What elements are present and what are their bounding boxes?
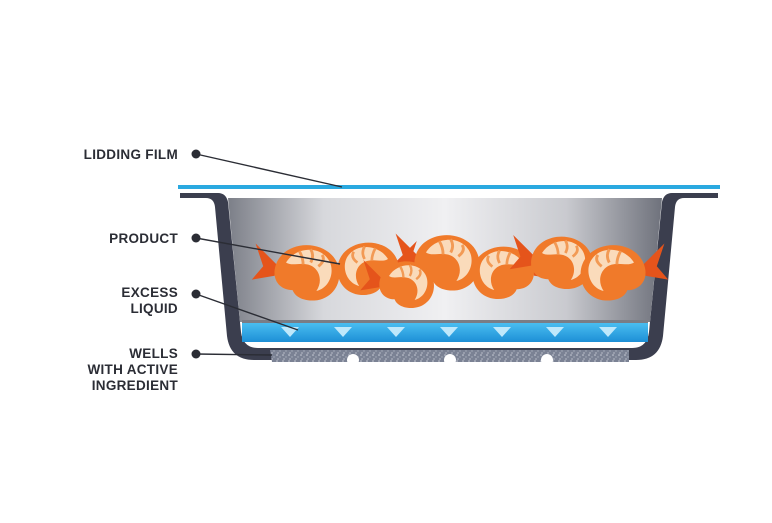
label-wells-line2: WITH ACTIVE — [87, 362, 178, 377]
down-arrow-icon — [334, 327, 352, 337]
dot-icon — [191, 349, 201, 359]
shrimp — [360, 260, 434, 309]
shrimp — [509, 235, 593, 290]
down-arrow-icon — [546, 327, 564, 337]
label-wells-line1: WELLS — [129, 346, 178, 361]
down-arrow-icon — [599, 327, 617, 337]
leader-dots — [191, 149, 201, 359]
down-arrow-icon — [387, 327, 405, 337]
label-lidding-film: LIDDING FILM — [84, 147, 178, 162]
shrimp — [580, 243, 669, 301]
tray-frame — [180, 193, 718, 360]
dot-icon — [191, 233, 201, 243]
dot-icon — [191, 149, 201, 159]
liquid-surface — [242, 320, 648, 323]
down-arrow-icon — [493, 327, 511, 337]
down-arrow-icon — [440, 327, 458, 337]
label-excess-liquid-line2: LIQUID — [130, 301, 178, 316]
dot-icon — [191, 289, 201, 299]
wells — [270, 350, 629, 366]
lidding-film — [178, 185, 720, 189]
label-wells-line3: INGREDIENT — [92, 378, 179, 393]
label-product: PRODUCT — [109, 231, 178, 246]
label-excess-liquid-line1: EXCESS — [121, 285, 178, 300]
leader-lines — [195, 153, 343, 356]
